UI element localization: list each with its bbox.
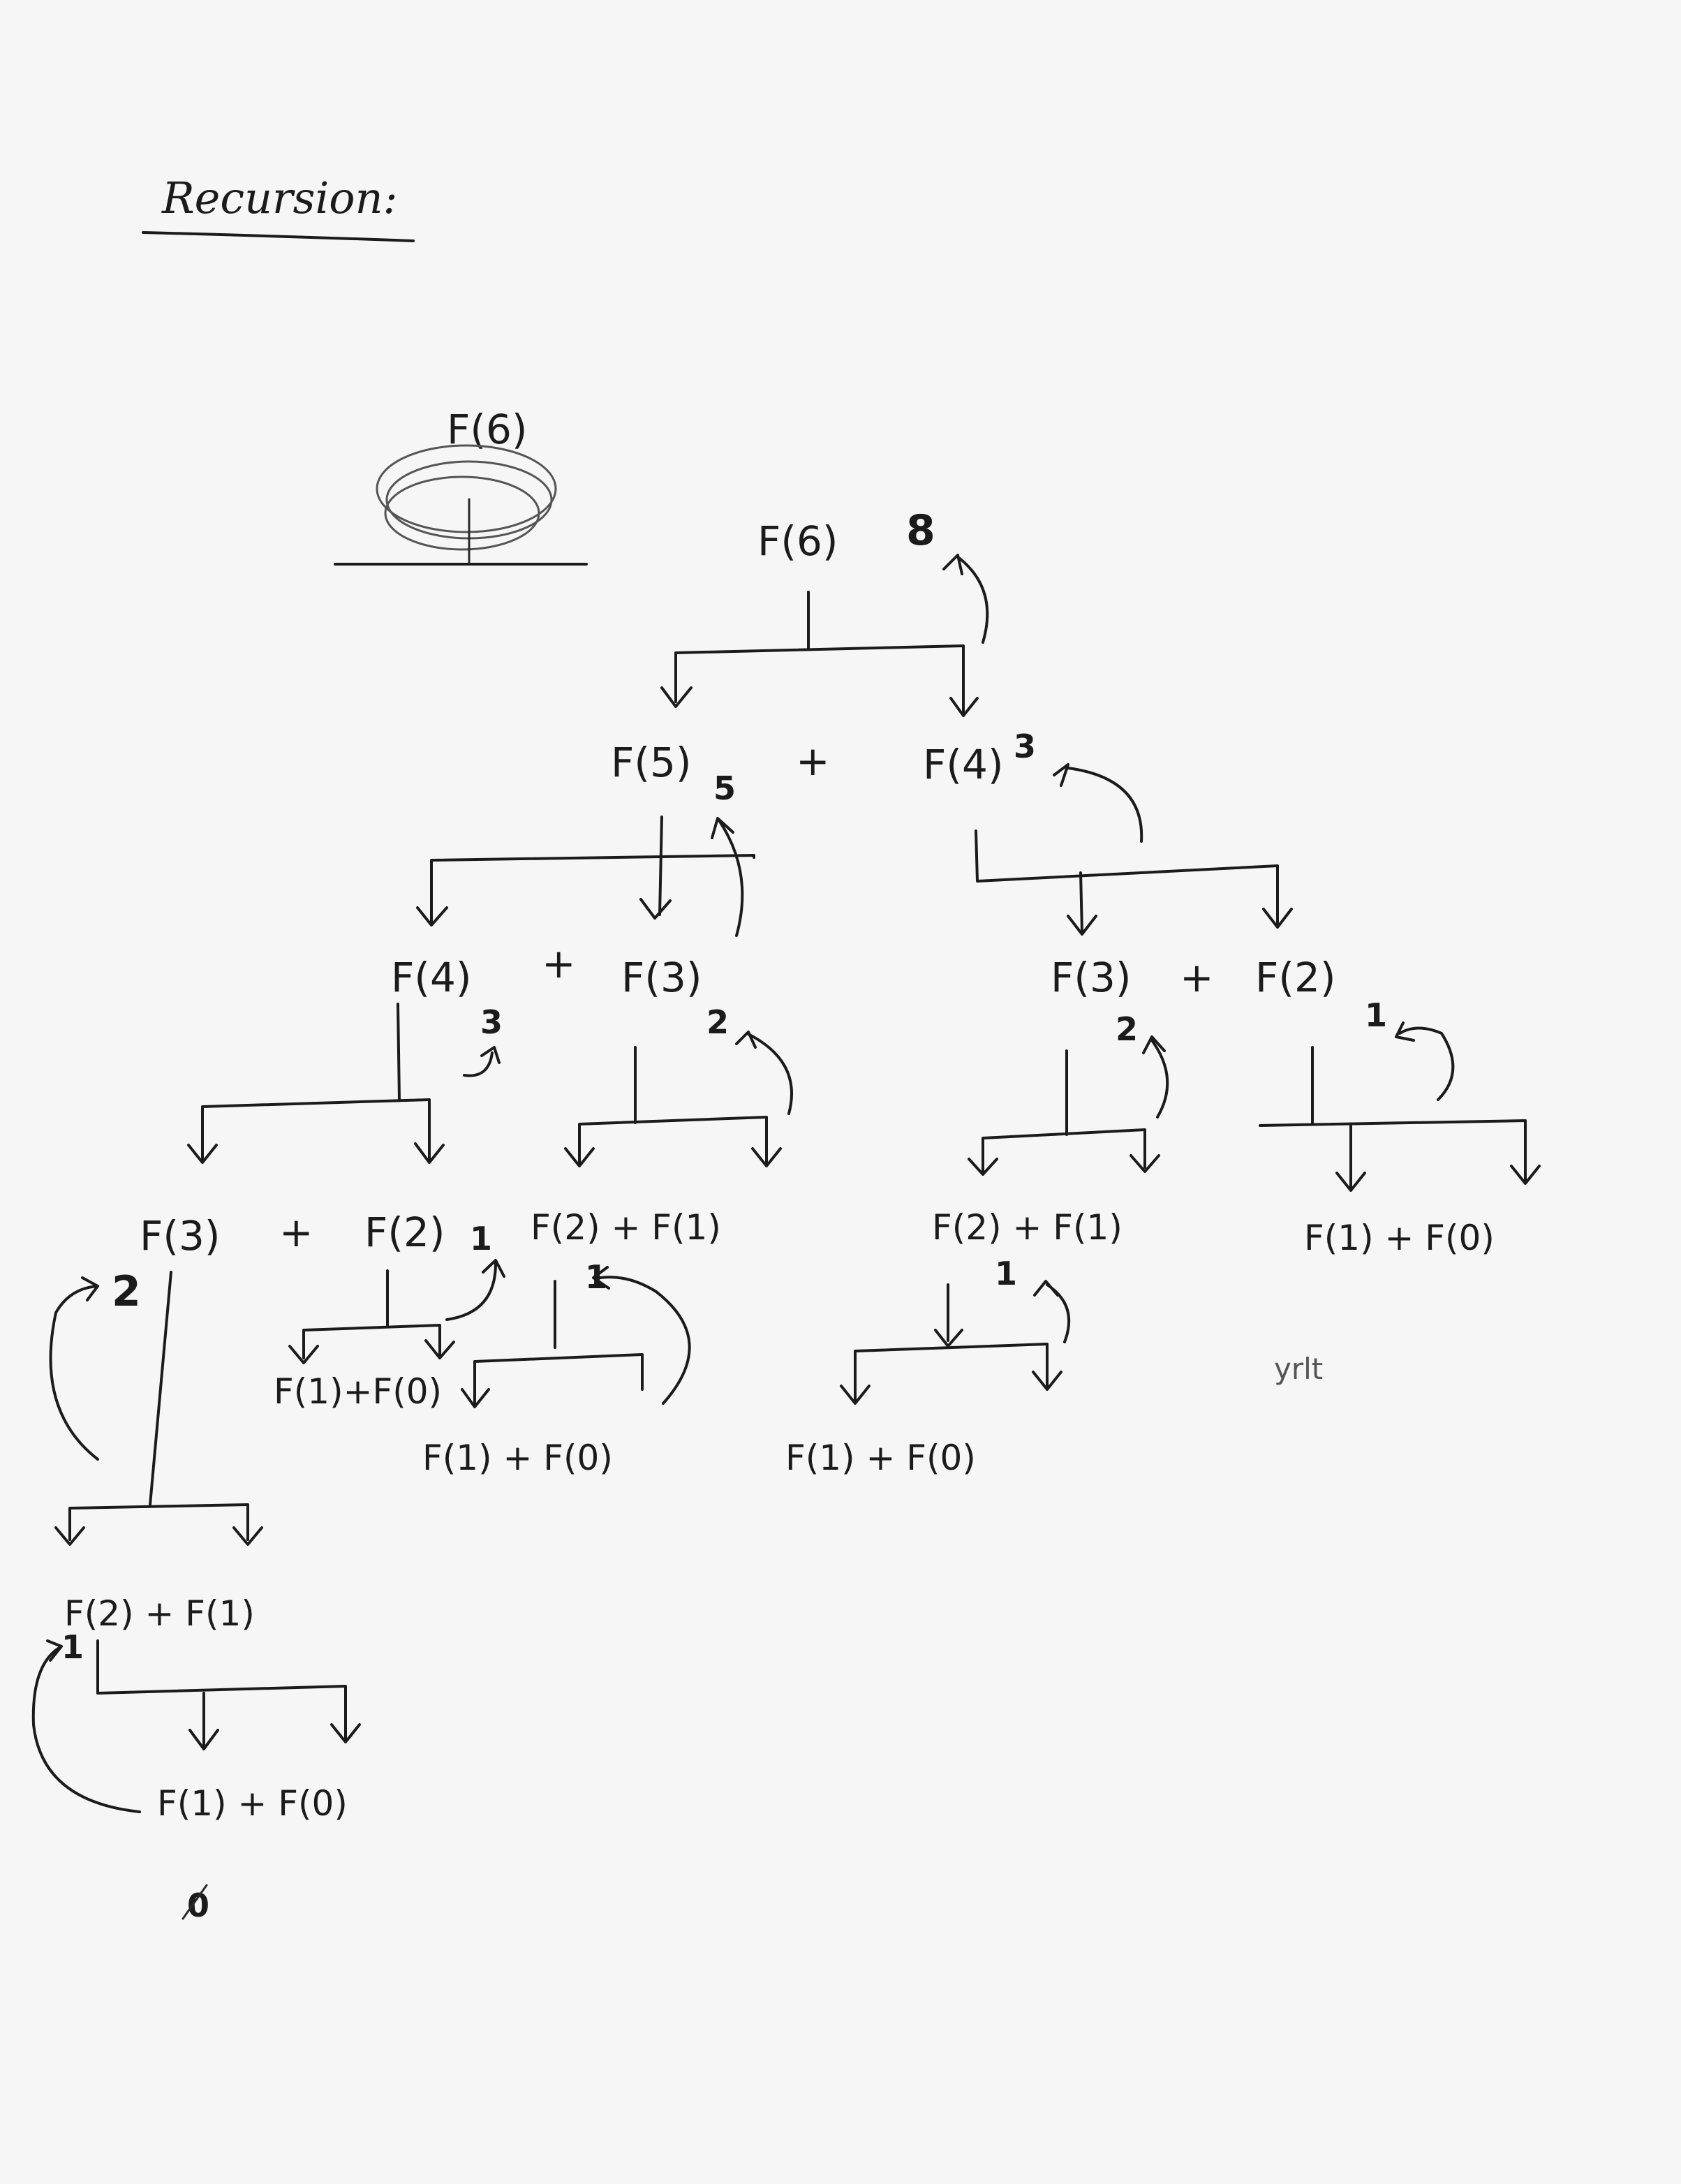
return-arrow-f2-ll bbox=[445, 1259, 505, 1321]
branch-f2f1-bottom bbox=[96, 1639, 347, 1747]
ringed-f6-doodle: F(6) bbox=[334, 406, 588, 566]
value-f1-bottom: 0 bbox=[187, 1887, 209, 1924]
branch-f4-left bbox=[201, 1003, 431, 1160]
value-f6: 8 bbox=[906, 506, 935, 555]
value-f4-right: 3 bbox=[1014, 728, 1036, 765]
node-f2-ll: F(2) bbox=[364, 1209, 445, 1256]
ring-outer bbox=[376, 444, 557, 533]
value-f4-left: 3 bbox=[480, 1003, 503, 1041]
node-f6: F(6) bbox=[757, 517, 838, 565]
value-f3-ll: 2 bbox=[112, 1267, 141, 1316]
branch-f2f1-r bbox=[854, 1283, 1049, 1401]
ring-inner bbox=[384, 475, 540, 551]
plus-ll: + bbox=[279, 1209, 313, 1256]
title-underline bbox=[142, 231, 415, 242]
return-arrow-f3-mid bbox=[735, 1031, 793, 1115]
branch-f4-right bbox=[975, 829, 1279, 934]
page-title: Recursion: bbox=[161, 172, 397, 223]
branch-f6 bbox=[674, 591, 965, 714]
node-f1f0-rr: F(1) + F(0) bbox=[1304, 1218, 1495, 1258]
arrows-f4-right bbox=[1067, 908, 1293, 936]
value-f3-mid: 2 bbox=[706, 1003, 729, 1041]
node-f4-left: F(4) bbox=[391, 954, 472, 1001]
return-arrow-f2f1-r bbox=[1033, 1280, 1071, 1343]
return-arrow-f4-left bbox=[463, 1046, 501, 1077]
branch-f3-ll bbox=[68, 1271, 249, 1541]
return-arrow-f3-ll bbox=[49, 1276, 99, 1461]
plus-l2: + bbox=[542, 940, 576, 987]
value-f2-r: 1 bbox=[995, 1255, 1017, 1292]
return-arrow-f2-right bbox=[1395, 1021, 1455, 1101]
arrows-f2f1-r bbox=[840, 1329, 1062, 1405]
arrows-f6 bbox=[660, 686, 979, 717]
return-arrow-f2f1-bottom bbox=[31, 1639, 141, 1813]
node-f2f1-r: F(2) + F(1) bbox=[932, 1207, 1123, 1248]
scribble-note: yrlt bbox=[1274, 1352, 1323, 1386]
branch-f2-ll bbox=[302, 1269, 441, 1359]
arrows-f3-ll bbox=[54, 1526, 263, 1546]
branch-f2-right bbox=[1259, 1046, 1527, 1188]
arrows-f2-right bbox=[1335, 1165, 1541, 1192]
node-f2-right: F(2) bbox=[1255, 954, 1336, 1001]
value-strike bbox=[182, 1884, 208, 1920]
value-f3-right: 2 bbox=[1116, 1010, 1138, 1048]
return-arrow-f2f1-mid bbox=[592, 1266, 691, 1405]
arrows-f5 bbox=[416, 898, 672, 927]
branch-f3-mid bbox=[578, 1046, 768, 1164]
node-f2f1-mid: F(2) + F(1) bbox=[531, 1207, 721, 1248]
node-f1f0-bottom: F(1) + F(0) bbox=[157, 1783, 348, 1824]
return-arrow-f6 bbox=[942, 554, 989, 644]
arrows-f2-ll bbox=[288, 1339, 455, 1364]
node-f2f1-bottom: F(2) + F(1) bbox=[64, 1593, 255, 1634]
return-arrow-f3-right bbox=[1142, 1035, 1169, 1119]
value-f2-right: 1 bbox=[1365, 996, 1387, 1034]
plus-top: + bbox=[796, 737, 830, 785]
value-f2-ll: 1 bbox=[470, 1220, 492, 1257]
node-f3-mid: F(3) bbox=[621, 954, 702, 1001]
node-f1f0-small: F(1)+F(0) bbox=[274, 1371, 442, 1412]
plus-r2: + bbox=[1180, 954, 1214, 1001]
node-f3-ll: F(3) bbox=[140, 1212, 221, 1260]
return-arrow-f5 bbox=[711, 817, 744, 937]
return-arrow-f4-right bbox=[1053, 763, 1143, 843]
node-f1f0-mid: F(1) + F(0) bbox=[422, 1438, 613, 1478]
arrows-f4-left bbox=[187, 1142, 445, 1164]
branch-f3-right bbox=[982, 1049, 1146, 1173]
value-f2f1-mid: 1 bbox=[585, 1258, 607, 1296]
arrows-f2f1-bottom bbox=[188, 1723, 361, 1750]
branch-f2f1-mid bbox=[473, 1280, 644, 1405]
arrows-f3-right bbox=[968, 1154, 1160, 1176]
arrow-f2f1-mid bbox=[461, 1388, 490, 1408]
node-f5: F(5) bbox=[611, 739, 692, 786]
node-f1f0-r: F(1) + F(0) bbox=[785, 1438, 976, 1478]
node-f3-right: F(3) bbox=[1051, 954, 1132, 1001]
value-f2-bottom: 1 bbox=[61, 1628, 84, 1666]
arrows-f3-mid bbox=[564, 1147, 782, 1167]
node-f4-right: F(4) bbox=[923, 741, 1004, 788]
branch-f5 bbox=[430, 816, 755, 924]
value-f5: 5 bbox=[713, 769, 736, 807]
